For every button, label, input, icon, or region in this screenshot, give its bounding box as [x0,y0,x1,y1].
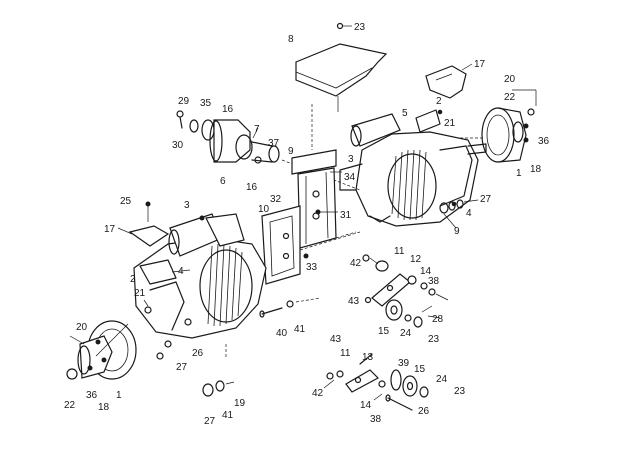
callout-38: 38 [370,414,382,425]
idler-assembly-lower [225,344,429,411]
callout-7: 7 [254,124,260,135]
callout-23: 23 [354,22,366,33]
callout-1: 1 [116,390,122,401]
callout-43: 43 [348,296,360,307]
callout-16: 16 [222,104,234,115]
callout-4: 4 [178,266,184,277]
callout-20: 20 [76,322,88,333]
callout-34: 34 [344,172,356,183]
callout-3: 3 [348,154,354,165]
callout-41: 41 [294,324,306,335]
callout-3: 3 [184,200,190,211]
center-bracket-assembly [261,149,361,285]
callout-21: 21 [444,118,456,129]
washer-set-bottom [202,380,235,397]
cover-plate-part [295,22,388,150]
callout-17: 17 [104,224,116,235]
callout-32: 32 [270,194,282,205]
callout-38: 38 [428,276,440,287]
callout-4: 4 [466,208,472,219]
pulley-assembly-right [440,89,537,163]
callout-18: 18 [530,164,542,175]
callout-12: 12 [410,254,422,265]
callout-41: 41 [222,410,234,421]
callout-24: 24 [436,374,448,385]
callout-43: 43 [330,334,342,345]
engine-block-left [117,201,267,360]
callout-22: 22 [504,92,516,103]
callout-9: 9 [288,146,294,157]
callout-13: 13 [362,352,374,363]
callout-11: 11 [340,348,351,359]
callout-15: 15 [378,326,390,337]
callout-18: 18 [98,402,110,413]
callout-14: 14 [360,400,372,411]
callout-5: 5 [402,108,408,119]
callout-27: 27 [204,416,216,427]
callout-40: 40 [276,328,288,339]
callout-33: 33 [306,262,318,273]
callout-42: 42 [312,388,324,399]
bracket-part-top-right [425,63,473,99]
callout-28: 28 [432,314,444,325]
callout-9: 9 [454,226,460,237]
callout-17: 17 [474,59,486,70]
callout-39: 39 [398,358,410,369]
callout-31: 31 [340,210,352,221]
pulley-assembly-left [66,320,137,380]
callout-1: 1 [516,168,522,179]
callout-15: 15 [414,364,426,375]
callout-36: 36 [538,136,550,147]
callout-14: 14 [420,266,432,277]
callout-24: 24 [400,328,412,339]
callout-25: 25 [120,196,132,207]
callout-19: 19 [234,398,246,409]
callout-23: 23 [428,334,440,345]
callout-37: 37 [268,138,280,149]
callout-8: 8 [288,34,294,45]
washer-set-right [439,199,479,229]
callout-22: 22 [64,400,76,411]
callout-42: 42 [350,258,362,269]
callout-27: 27 [480,194,492,205]
callout-35: 35 [200,98,212,109]
callout-30: 30 [172,140,184,151]
callout-26: 26 [192,348,204,359]
callout-20: 20 [504,74,516,85]
callout-29: 29 [178,96,190,107]
pulley-cluster-top [176,110,361,191]
engine-block-right [339,109,487,227]
callout-6: 6 [220,176,226,187]
idler-assembly-upper [362,254,449,328]
callout-2: 2 [436,96,442,107]
callout-2: 2 [130,274,136,285]
callout-10: 10 [258,204,270,215]
callout-27: 27 [176,362,188,373]
callout-21: 21 [134,288,146,299]
bolt-40-part [259,297,321,318]
callout-23: 23 [454,386,466,397]
callout-16: 16 [246,182,258,193]
callout-26: 26 [418,406,430,417]
callout-11: 11 [394,246,405,257]
callout-36: 36 [86,390,98,401]
callout-labels: 23 8 17 20 22 2 21 36 18 1 29 35 16 30 7… [64,22,550,427]
